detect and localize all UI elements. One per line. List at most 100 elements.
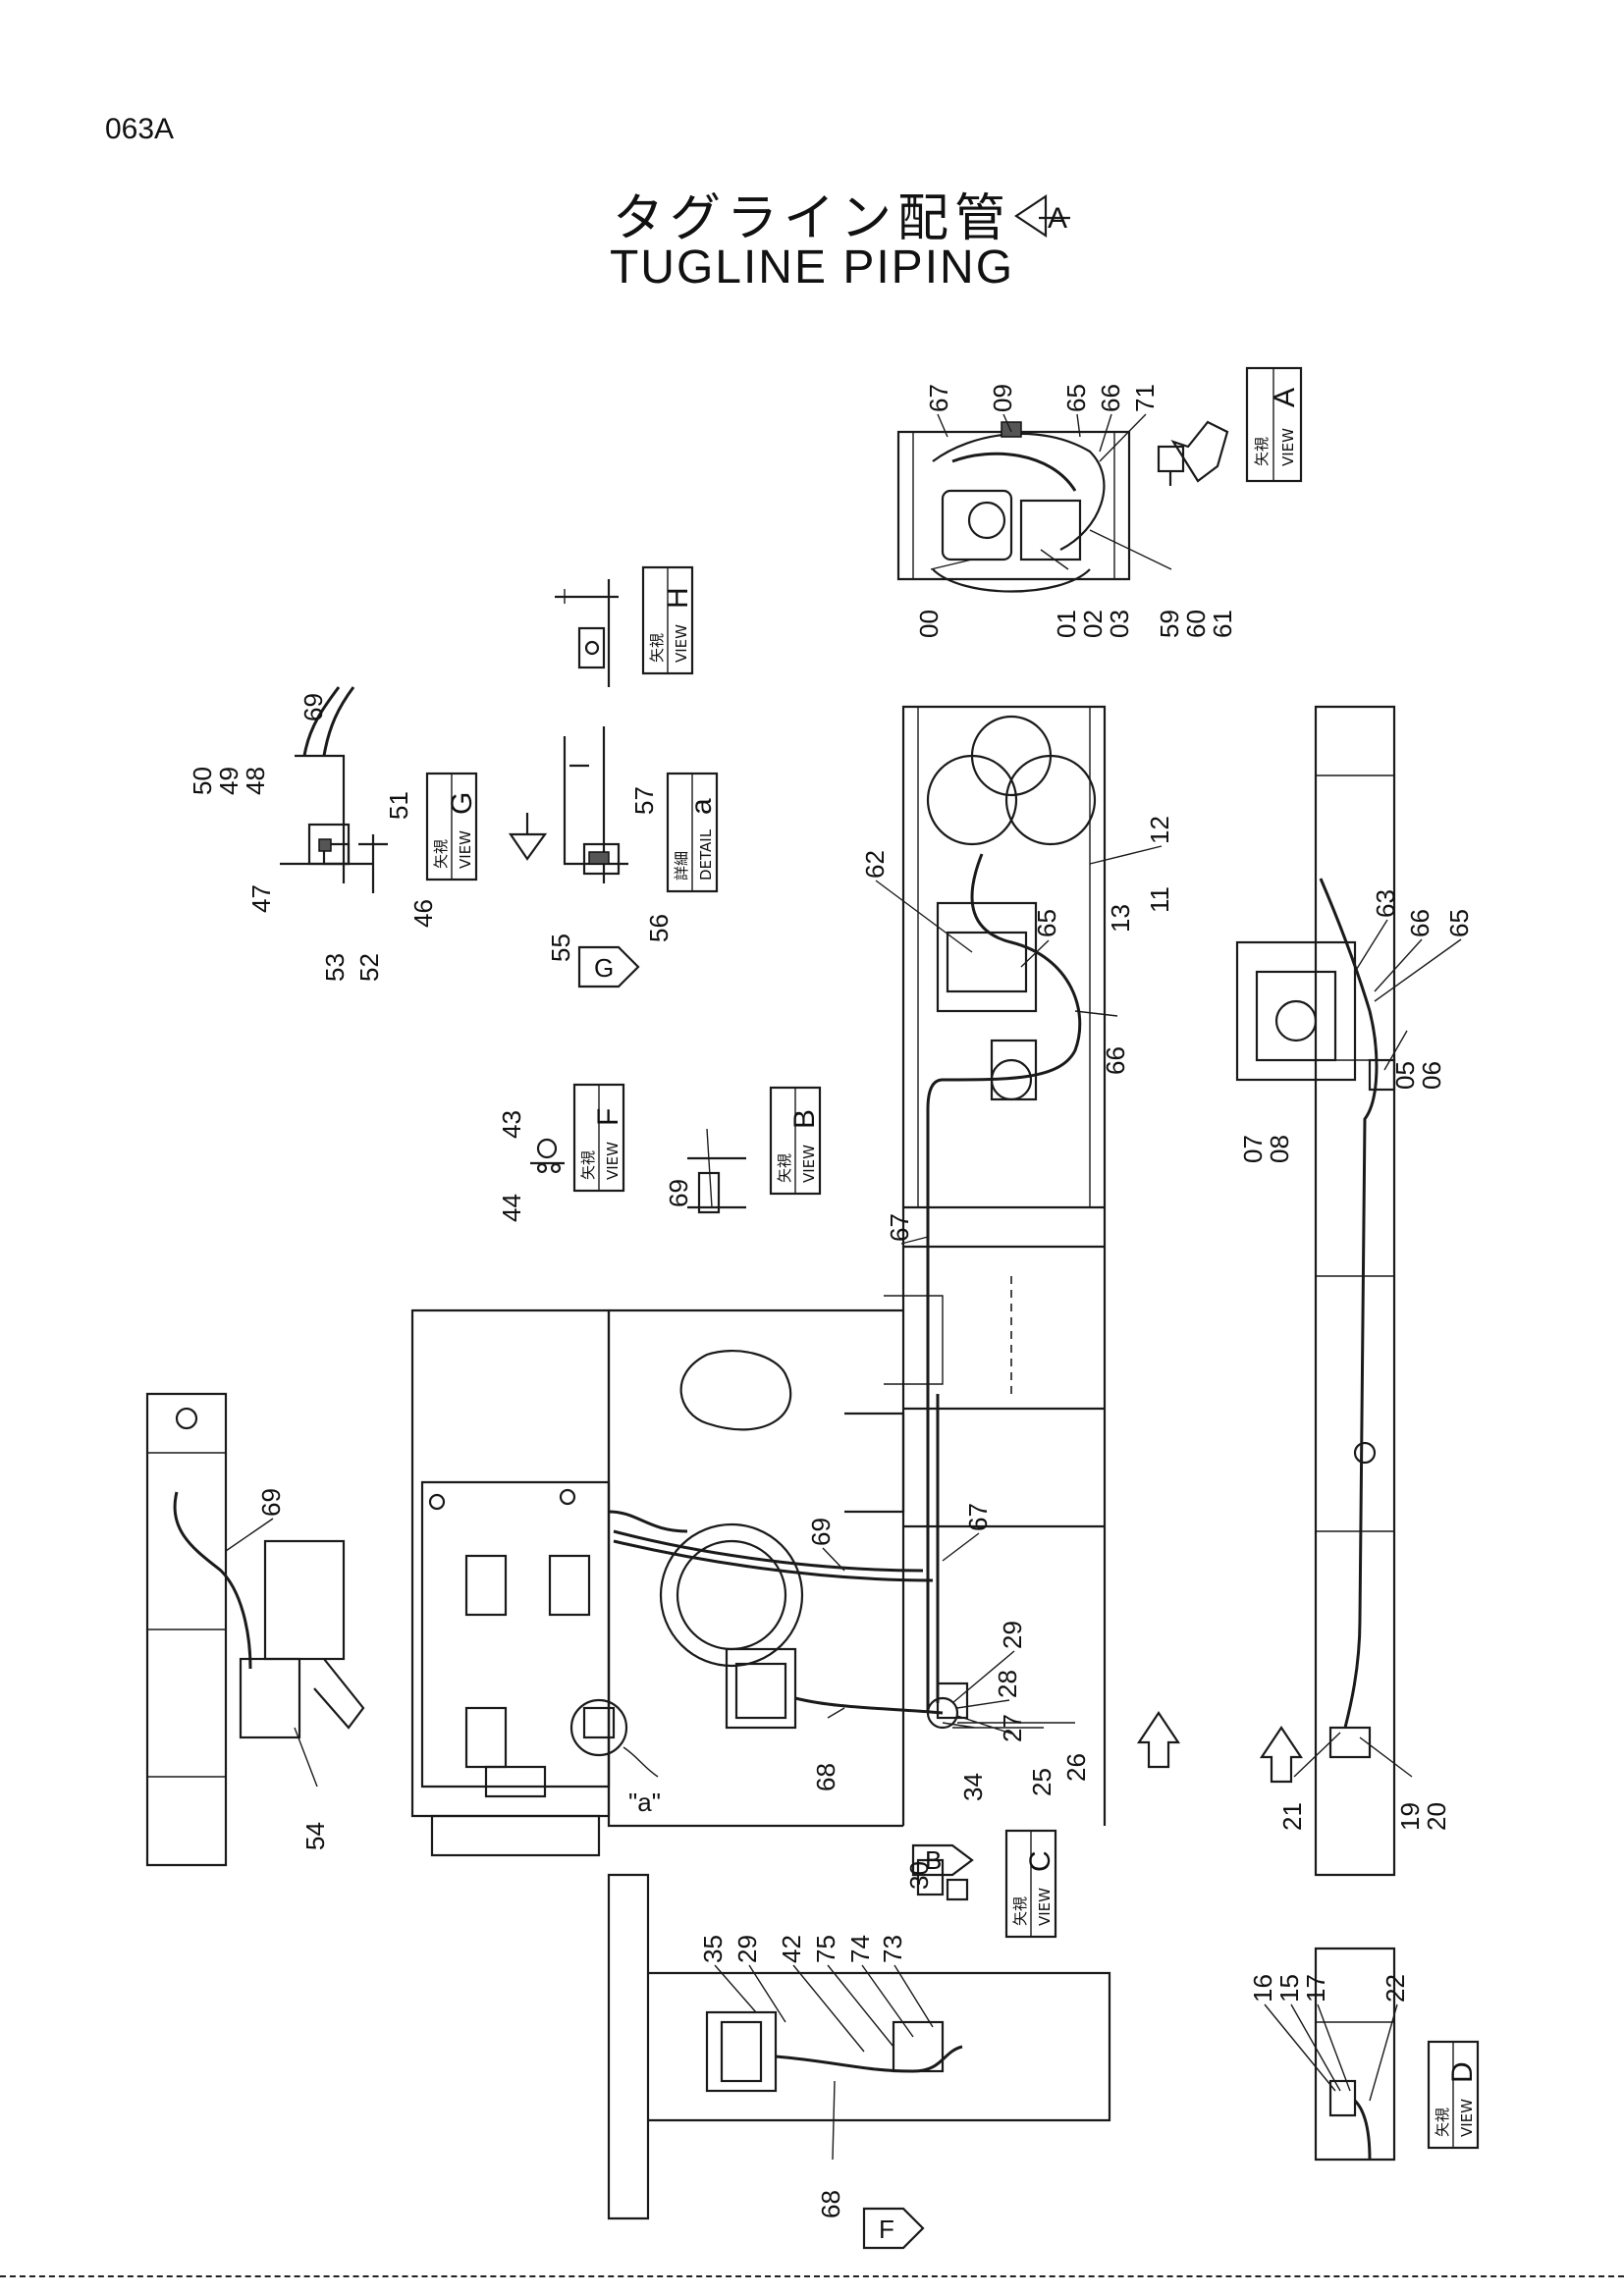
svg-text:詳細: 詳細 (673, 851, 690, 881)
svg-text:69: 69 (664, 1179, 693, 1207)
svg-text:VIEW: VIEW (1036, 1888, 1054, 1926)
arrow-up-right (1259, 1726, 1304, 1784)
svg-text:30: 30 (904, 1861, 934, 1890)
svg-text:a: a (685, 798, 718, 815)
detail-a-view (563, 726, 628, 883)
title-english: TUGLINE PIPING (609, 241, 1015, 294)
arrow-a-top: A (1048, 202, 1067, 235)
svg-text:29: 29 (732, 1935, 762, 1963)
svg-text:34: 34 (958, 1773, 988, 1801)
svg-text:29: 29 (998, 1621, 1027, 1649)
svg-text:71: 71 (1130, 384, 1160, 412)
svg-text:12: 12 (1145, 816, 1174, 844)
svg-text:19: 19 (1395, 1802, 1425, 1831)
right-side-frame (1235, 705, 1396, 1877)
svg-text:52: 52 (354, 953, 384, 982)
svg-text:22: 22 (1380, 1974, 1410, 2002)
svg-text:D: D (1446, 2061, 1479, 2083)
svg-text:28: 28 (993, 1670, 1022, 1698)
view-label-f: 矢視 VIEW F (572, 1083, 625, 1193)
svg-text:16: 16 (1248, 1974, 1277, 2002)
view-label-h: 矢視 VIEW H (641, 565, 694, 675)
svg-text:01: 01 (1052, 610, 1081, 638)
svg-text:53: 53 (320, 953, 350, 982)
svg-text:20: 20 (1422, 1802, 1451, 1831)
svg-text:05: 05 (1390, 1061, 1420, 1090)
svg-text:F: F (592, 1108, 624, 1126)
svg-text:60: 60 (1181, 610, 1211, 638)
arrow-b: B (911, 1843, 974, 1877)
svg-text:59: 59 (1155, 610, 1184, 638)
svg-text:69: 69 (298, 693, 328, 721)
svg-text:02: 02 (1078, 610, 1108, 638)
svg-text:75: 75 (811, 1935, 840, 1963)
svg-text:66: 66 (1096, 384, 1125, 412)
svg-text:69: 69 (806, 1518, 836, 1546)
left-side-frame (145, 1392, 365, 1867)
arrow-up-center (1136, 1711, 1181, 1769)
svg-text:26: 26 (1061, 1753, 1091, 1782)
svg-text:25: 25 (1027, 1768, 1056, 1796)
svg-text:矢視: 矢視 (648, 633, 666, 663)
svg-text:65: 65 (1061, 384, 1091, 412)
svg-text:68: 68 (816, 2190, 845, 2218)
svg-text:矢視: 矢視 (1434, 2108, 1451, 2137)
svg-text:09: 09 (988, 384, 1017, 412)
svg-text:矢視: 矢視 (579, 1150, 597, 1180)
page-code: 063A (105, 113, 175, 145)
callouts: 67 09 65 66 71 00 01 02 03 59 60 61 50 4… (188, 384, 1474, 2218)
svg-text:B: B (788, 1109, 821, 1129)
svg-text:48: 48 (241, 767, 270, 795)
view-c-assembly (607, 1858, 1111, 2220)
svg-text:VIEW: VIEW (800, 1145, 818, 1183)
svg-text:73: 73 (878, 1935, 907, 1963)
svg-text:54: 54 (300, 1822, 330, 1850)
svg-text:21: 21 (1277, 1802, 1307, 1831)
svg-text:06: 06 (1417, 1061, 1446, 1090)
view-f-detail (530, 1138, 565, 1174)
svg-text:65: 65 (1444, 909, 1474, 937)
svg-text:46: 46 (408, 899, 438, 928)
view-label-a: 矢視 VIEW A (1245, 366, 1303, 483)
leader-lines (225, 413, 1462, 2161)
detail-label-a: 詳細 DETAIL a (666, 772, 719, 893)
svg-text:A: A (1269, 388, 1301, 407)
view-label-b: 矢視 VIEW B (769, 1086, 822, 1196)
view-a-small (1157, 420, 1229, 486)
svg-text:07: 07 (1238, 1135, 1268, 1163)
center-frame (607, 1308, 969, 1828)
view-b-detail (687, 1128, 746, 1214)
svg-text:67: 67 (963, 1503, 993, 1531)
svg-text:43: 43 (497, 1110, 526, 1139)
svg-text:56: 56 (644, 914, 674, 942)
bottom-rule (0, 2275, 1624, 2277)
svg-text:15: 15 (1274, 1974, 1304, 2002)
detail-a-marker: "a" (569, 1698, 661, 1817)
svg-text:13: 13 (1106, 904, 1135, 933)
svg-text:VIEW: VIEW (457, 830, 474, 869)
svg-text:"a": "a" (628, 1788, 661, 1817)
svg-text:67: 67 (924, 384, 953, 412)
view-label-c: 矢視 VIEW C (1004, 1829, 1057, 1939)
svg-text:66: 66 (1101, 1046, 1130, 1075)
upper-frame-center (901, 705, 1107, 1404)
svg-text:63: 63 (1371, 889, 1400, 918)
svg-text:03: 03 (1105, 610, 1134, 638)
view-label-d: 矢視 VIEW D (1427, 2040, 1480, 2150)
svg-text:矢視: 矢視 (1253, 437, 1271, 466)
svg-text:VIEW: VIEW (673, 624, 690, 663)
svg-text:68: 68 (811, 1763, 840, 1791)
arrow-a-letter: A (1048, 202, 1067, 235)
svg-text:17: 17 (1301, 1974, 1330, 2002)
main-frame-right (844, 1207, 1107, 1826)
svg-text:67: 67 (885, 1213, 914, 1242)
svg-text:44: 44 (497, 1194, 526, 1222)
view-label-g: 矢視 VIEW G (425, 772, 478, 881)
svg-text:VIEW: VIEW (1458, 2099, 1476, 2137)
svg-text:VIEW: VIEW (1279, 428, 1297, 466)
svg-text:VIEW: VIEW (604, 1142, 622, 1180)
svg-text:69: 69 (256, 1488, 286, 1517)
view-h-detail (555, 579, 619, 687)
svg-text:11: 11 (1145, 886, 1174, 913)
